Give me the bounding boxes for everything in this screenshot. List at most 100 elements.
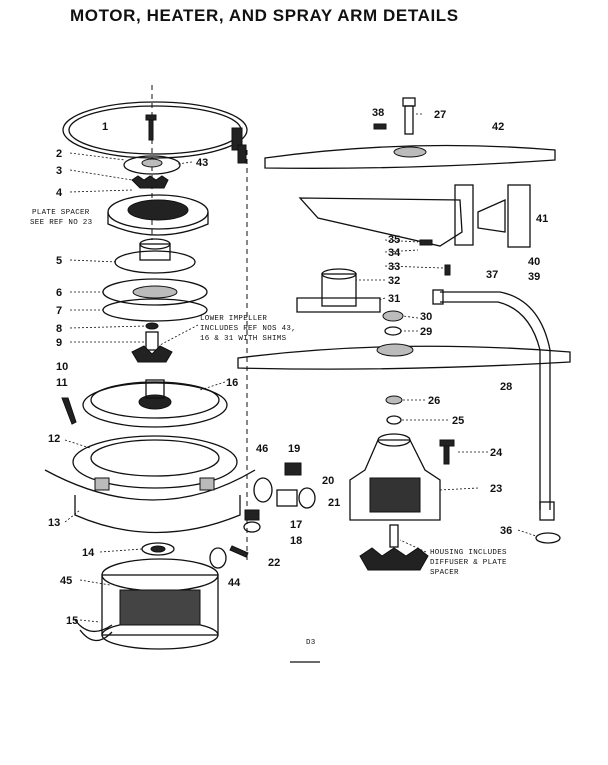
screw-11 [61, 397, 77, 425]
connector-19 [284, 462, 302, 476]
clamp-44 [209, 547, 227, 569]
label-23: 23 [490, 483, 502, 495]
upper-impeller [123, 155, 181, 175]
label-19: 19 [288, 443, 300, 455]
motor [74, 558, 219, 650]
label-36: 36 [500, 525, 512, 537]
label-38: 38 [372, 107, 384, 119]
nut-30 [382, 310, 404, 322]
note-lower-impeller-line3: 16 & 31 WITH SHIMS [200, 335, 287, 343]
star-washer [131, 175, 169, 189]
lower-spray-arm-28 [237, 343, 571, 370]
label-40: 40 [528, 256, 540, 268]
label-33: 33 [388, 261, 400, 273]
label-43: 43 [196, 157, 208, 169]
label-3: 3 [56, 165, 62, 177]
hardware-33-35 [419, 239, 451, 276]
heater-element [62, 101, 248, 164]
gasket-6 [102, 278, 208, 306]
coupling-20 [276, 489, 298, 507]
note-housing-line3: SPACER [430, 569, 459, 577]
label-46: 46 [256, 443, 268, 455]
label-20: 20 [322, 475, 334, 487]
water-tube-37 [432, 289, 555, 521]
bracket-41 [507, 184, 531, 248]
page-code: D3 [306, 639, 316, 647]
pump-housing-23 [349, 433, 441, 521]
label-37: 37 [486, 269, 498, 281]
diffuser-star [359, 524, 429, 571]
note-lower-impeller-line2: INCLUDES REF NOS 43, [200, 325, 296, 333]
washer-25 [386, 415, 402, 425]
washer-26 [385, 395, 403, 405]
label-17: 17 [290, 519, 302, 531]
note-housing-line2: DIFFUSER & PLATE [430, 559, 507, 567]
label-42: 42 [492, 121, 504, 133]
label-26: 26 [428, 395, 440, 407]
upper-spray-arm-42 [264, 144, 556, 169]
label-34: 34 [388, 247, 401, 259]
label-11: 11 [56, 377, 68, 389]
shaft-seal [141, 542, 175, 556]
part-numbers: 1 2 3 4 5 6 7 8 9 10 11 12 13 14 15 16 1… [48, 107, 548, 627]
label-39: 39 [528, 271, 540, 283]
hose-clamp-46 [253, 477, 273, 503]
label-24: 24 [490, 447, 503, 459]
label-30: 30 [420, 311, 432, 323]
pump-base [44, 435, 256, 534]
support-arm [298, 184, 474, 247]
pin-27 [402, 97, 416, 135]
label-8: 8 [56, 323, 62, 335]
note-lower-impeller-line1: LOWER IMPELLER [200, 315, 267, 323]
note-plate-spacer-line2: SEE REF NO 23 [30, 219, 93, 227]
label-21: 21 [328, 497, 340, 509]
label-10: 10 [56, 361, 68, 373]
label-45: 45 [60, 575, 72, 587]
clip-38 [373, 123, 387, 130]
label-2: 2 [56, 148, 62, 160]
label-7: 7 [56, 305, 62, 317]
screw-24 [439, 439, 455, 465]
label-35: 35 [388, 234, 400, 246]
gasket-31 [296, 297, 381, 313]
plug-36 [535, 532, 561, 544]
label-12: 12 [48, 433, 60, 445]
plate-spacer [107, 194, 209, 236]
note-lower-impeller: LOWER IMPELLER INCLUDES REF NOS 43, 16 &… [200, 315, 296, 343]
label-1: 1 [102, 121, 108, 133]
leader-lines [64, 113, 537, 623]
label-44: 44 [228, 577, 241, 589]
label-22: 22 [268, 557, 280, 569]
label-4: 4 [56, 187, 63, 199]
note-housing: HOUSING INCLUDES DIFFUSER & PLATE SPACER [430, 549, 507, 577]
heater-screw [145, 114, 157, 141]
label-16: 16 [226, 377, 238, 389]
label-28: 28 [500, 381, 512, 393]
tube-32 [321, 268, 357, 307]
label-32: 32 [388, 275, 400, 287]
label-9: 9 [56, 337, 62, 349]
label-31: 31 [388, 293, 400, 305]
note-housing-line1: HOUSING INCLUDES [430, 549, 507, 557]
lower-impeller [131, 322, 173, 363]
gasket-7 [102, 298, 208, 322]
label-15: 15 [66, 615, 78, 627]
pump-cover [114, 238, 196, 274]
bracket-40 [477, 198, 506, 233]
label-5: 5 [56, 255, 62, 267]
label-25: 25 [452, 415, 464, 427]
label-13: 13 [48, 517, 60, 529]
label-14: 14 [82, 547, 95, 559]
note-plate-spacer: PLATE SPACER SEE REF NO 23 [30, 209, 93, 227]
label-29: 29 [420, 326, 432, 338]
label-41: 41 [536, 213, 548, 225]
screw-22 [229, 545, 249, 558]
label-27: 27 [434, 109, 446, 121]
seal-29 [384, 326, 402, 336]
clamp-21 [298, 487, 316, 509]
diagram-title: MOTOR, HEATER, AND SPRAY ARM DETAILS [70, 6, 459, 25]
label-18: 18 [290, 535, 302, 547]
note-plate-spacer-line1: PLATE SPACER [32, 209, 90, 217]
motor-mount-plate [82, 379, 228, 428]
